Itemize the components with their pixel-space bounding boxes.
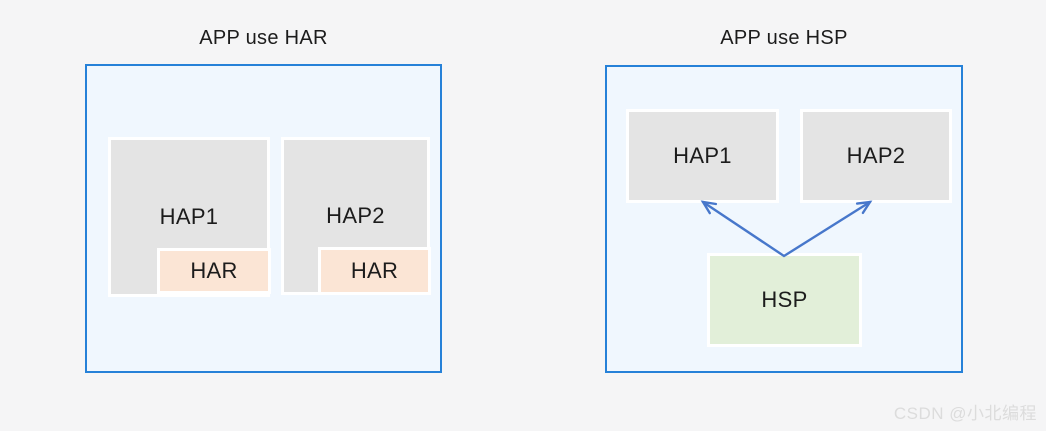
left-har2-label: HAR [350,258,399,283]
right-hap1-box: HAP1 [626,109,779,203]
right-hsp-label: HSP [761,287,808,312]
right-hsp-box: HSP [707,253,862,347]
arrowhead-hap1-icon [700,200,718,215]
arrow-line-hsp-to-haps [701,200,872,258]
right-hap2-label: HAP2 [846,143,906,168]
csdn-watermark: CSDN @小北编程 [893,404,1037,423]
left-app-container-box: HAP1 HAP2 HAR HAR [85,64,442,373]
left-har1-box: HAR [157,248,271,294]
left-har2-box: HAR [318,247,431,295]
arrowhead-hap2-icon [855,200,873,215]
left-hap1-label: HAP1 [159,204,219,229]
left-hap2-label: HAP2 [326,203,385,228]
left-har1-label: HAR [190,258,238,283]
left-panel-title: APP use HAR [199,27,328,49]
right-panel-title: APP use HSP [720,27,848,49]
right-app-container-box: HAP1 HAP2 HSP [605,65,963,373]
right-hap2-box: HAP2 [800,109,952,203]
right-hap1-label: HAP1 [673,143,732,168]
